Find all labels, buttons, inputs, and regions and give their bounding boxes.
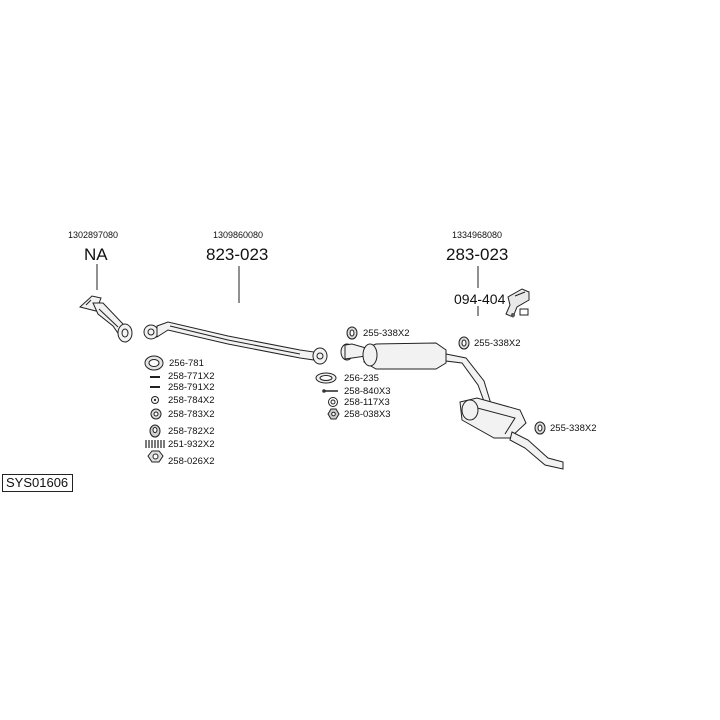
- bracket-094-404-part: [505, 288, 530, 318]
- intermediate-pipe-part: [143, 321, 328, 365]
- fitting-washer-icon: [151, 396, 159, 404]
- fitting-label: 258-026X2: [168, 456, 215, 467]
- fitting-bolt-icon: [322, 389, 338, 393]
- fitting-clamp-icon: [147, 450, 164, 463]
- fitting-label: 258-784X2: [168, 395, 215, 406]
- hanger-label: 255-338X2: [474, 338, 521, 349]
- fitting-label: 251-932X2: [168, 439, 215, 450]
- oem-number-intermediate-pipe: 1309860080: [213, 230, 264, 240]
- fitting-label: 256-781: [169, 358, 204, 369]
- hanger-ring-icon: [346, 326, 546, 435]
- fitting-label: 258-038X3: [344, 409, 391, 420]
- fitting-gasket-icon: [315, 372, 337, 384]
- part-number-283-023: 283-023: [446, 245, 509, 264]
- rear-section-part: [340, 342, 564, 470]
- part-number-823-023: 823-023: [206, 245, 269, 264]
- part-number-094-404: 094-404: [454, 291, 506, 307]
- system-code-box: SYS01606: [2, 474, 74, 492]
- front-pipe-part: [78, 295, 133, 343]
- fitting-label: 258-771X2: [168, 371, 215, 382]
- oem-number-front-pipe: 1302897080: [68, 230, 119, 240]
- fitting-label: 258-791X2: [168, 382, 215, 393]
- part-number-na: NA: [84, 245, 108, 264]
- fitting-label: 256-235: [344, 373, 379, 384]
- fitting-spring-icon: [145, 440, 165, 448]
- hanger-label: 255-338X2: [550, 423, 597, 434]
- oem-number-rear-section: 1334968080: [452, 230, 503, 240]
- fitting-nut-icon: [327, 408, 340, 420]
- fitting-label: 258-783X2: [168, 409, 215, 420]
- fitting-gasket-icon: [144, 355, 164, 371]
- fitting-nut-icon: [150, 408, 162, 420]
- fitting-ring-icon: [149, 424, 161, 438]
- fitting-label: 258-840X3: [344, 386, 391, 397]
- fitting-label: 258-117X3: [344, 397, 390, 408]
- hanger-label: 255-338X2: [363, 328, 410, 339]
- fitting-washer-icon: [328, 397, 338, 407]
- fitting-label: 258-782X2: [168, 426, 215, 437]
